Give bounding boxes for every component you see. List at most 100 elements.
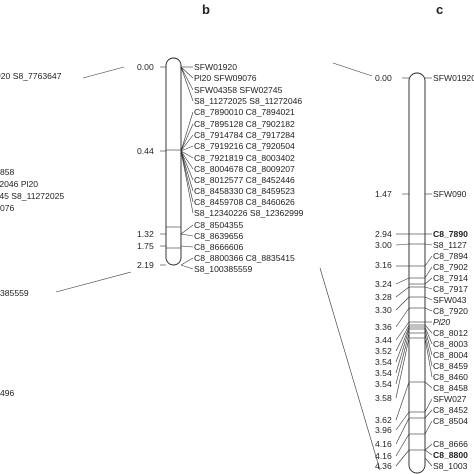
marker-label: C8_8004678 C8_8009207 (194, 164, 295, 174)
marker-link (424, 326, 433, 345)
marker-link (180, 150, 194, 159)
marker-link (180, 233, 194, 237)
map-position: 4.16 (375, 451, 392, 461)
panel-c: 0.00 1.47 2.94 3.00 3.16 3.24 3.28 3.30 … (375, 72, 474, 474)
panel-label-c: c (436, 2, 443, 17)
marker-label: C8_7895128 C8_7902182 (194, 119, 295, 129)
marker-label: SFW01920 (194, 62, 237, 72)
panel-b-c-connector (332, 62, 373, 77)
panel-label-b: b (202, 2, 210, 17)
marker-link (180, 66, 194, 91)
panel-a-b-connector (82, 66, 125, 79)
marker-link (424, 324, 433, 334)
marker-link (424, 266, 433, 279)
position-link (395, 332, 410, 385)
marker-label: C8_8459 (433, 361, 468, 371)
marker-label: C8_7921819 C8_8003402 (194, 153, 295, 163)
marker-label: S8_12340226 S8_12362999 (194, 208, 304, 218)
map-position: 3.54 (375, 368, 392, 378)
map-position: 3.54 (375, 357, 392, 367)
map-position: 1.32 (137, 229, 154, 239)
marker-link (180, 150, 194, 181)
panel-a-label: *45 S8_11272025 (0, 191, 64, 201)
marker-label: SFW090 (433, 189, 467, 199)
marker-link (180, 257, 194, 266)
map-position: 0.00 (137, 62, 154, 72)
marker-link (180, 134, 194, 152)
panel-a-label: 920 S8_7763647 (0, 71, 62, 81)
marker-label: C8_8004 (433, 350, 468, 360)
marker-label: C8_8800 (433, 450, 468, 460)
marker-label: C8_8666606 (194, 242, 243, 252)
marker-label: C8_8639656 (194, 231, 243, 241)
marker-link (424, 457, 433, 467)
marker-label: S8_11272025 S8_11272046 (194, 96, 302, 106)
position-link (395, 296, 410, 311)
map-position: 3.28 (375, 292, 392, 302)
marker-link (424, 277, 433, 285)
marker-label: S8_1127 (433, 240, 467, 250)
chromosome-bar-c (408, 72, 426, 474)
map-position: 0.00 (375, 73, 392, 83)
marker-link (424, 443, 433, 451)
map-position: 4.16 (375, 439, 392, 449)
marker-label: C8_8459708 C8_8460626 (194, 197, 295, 207)
marker-label: C8_8003 (433, 339, 468, 349)
marker-link (424, 332, 433, 367)
panel-a: 920 S8_7763647 858 *2046 Pl20 *45 S8_112… (0, 71, 64, 398)
position-link (395, 417, 410, 445)
marker-label: SFW043 (433, 295, 467, 305)
position-link (395, 337, 410, 399)
marker-link (424, 296, 433, 301)
marker-link (424, 337, 433, 378)
map-position: 2.19 (137, 260, 154, 270)
position-link (395, 243, 410, 246)
map-position: 3.58 (375, 393, 392, 403)
map-position: 3.62 (375, 415, 392, 425)
marker-link (180, 123, 194, 152)
marker-label: C8_8666 (433, 439, 468, 449)
marker-link (424, 307, 433, 312)
marker-label: S8_1003 (433, 461, 468, 471)
panel-a-label: 858 (0, 167, 15, 177)
marker-label: C8_7902 (433, 262, 468, 272)
map-position: 3.54 (375, 379, 392, 389)
marker-label: SFW027 (433, 394, 467, 404)
marker-label: C8_7890010 C8_7894021 (194, 107, 295, 117)
position-link (395, 411, 410, 431)
marker-label: C8_7914 (433, 273, 468, 283)
marker-label: C8_7890 (433, 229, 468, 239)
marker-link (424, 286, 433, 290)
marker-label: S8_100385559 (194, 264, 253, 274)
marker-label: SFW01920 (433, 73, 474, 83)
map-position: 3.00 (375, 240, 392, 250)
marker-link (180, 264, 194, 270)
marker-link (180, 66, 194, 102)
marker-link (424, 398, 433, 413)
marker-label: C8_7914784 C8_7917284 (194, 130, 295, 140)
marker-link (180, 224, 194, 235)
map-position: 3.44 (375, 335, 392, 345)
position-link (395, 433, 410, 457)
marker-link (180, 245, 194, 248)
marker-label: C8_8504 (433, 416, 468, 426)
marker-label: Pl20 SFW09076 (194, 73, 257, 83)
marker-link (424, 243, 433, 246)
map-position: 2.94 (375, 229, 392, 239)
marker-label: C8_7920 (433, 306, 468, 316)
marker-label: C8_8460 (433, 372, 468, 382)
dense-marker-bands (409, 233, 425, 451)
marker-link (424, 449, 433, 456)
marker-label: C8_8012577 C8_8452446 (194, 175, 295, 185)
marker-label: C8_7917 (433, 284, 468, 294)
panel-b: 0.00 0.44 1.32 1.75 2.19 SFW01920 Pl20 S… (137, 57, 304, 274)
position-link (395, 321, 410, 341)
marker-link (180, 150, 194, 203)
marker-link (424, 255, 433, 267)
marker-label: C8_8458330 C8_8459523 (194, 186, 295, 196)
position-link (395, 277, 410, 285)
position-link (395, 328, 410, 374)
marker-label: SFW04358 SFW02745 (194, 85, 283, 95)
map-position: 1.47 (375, 189, 392, 199)
position-link (395, 326, 410, 363)
